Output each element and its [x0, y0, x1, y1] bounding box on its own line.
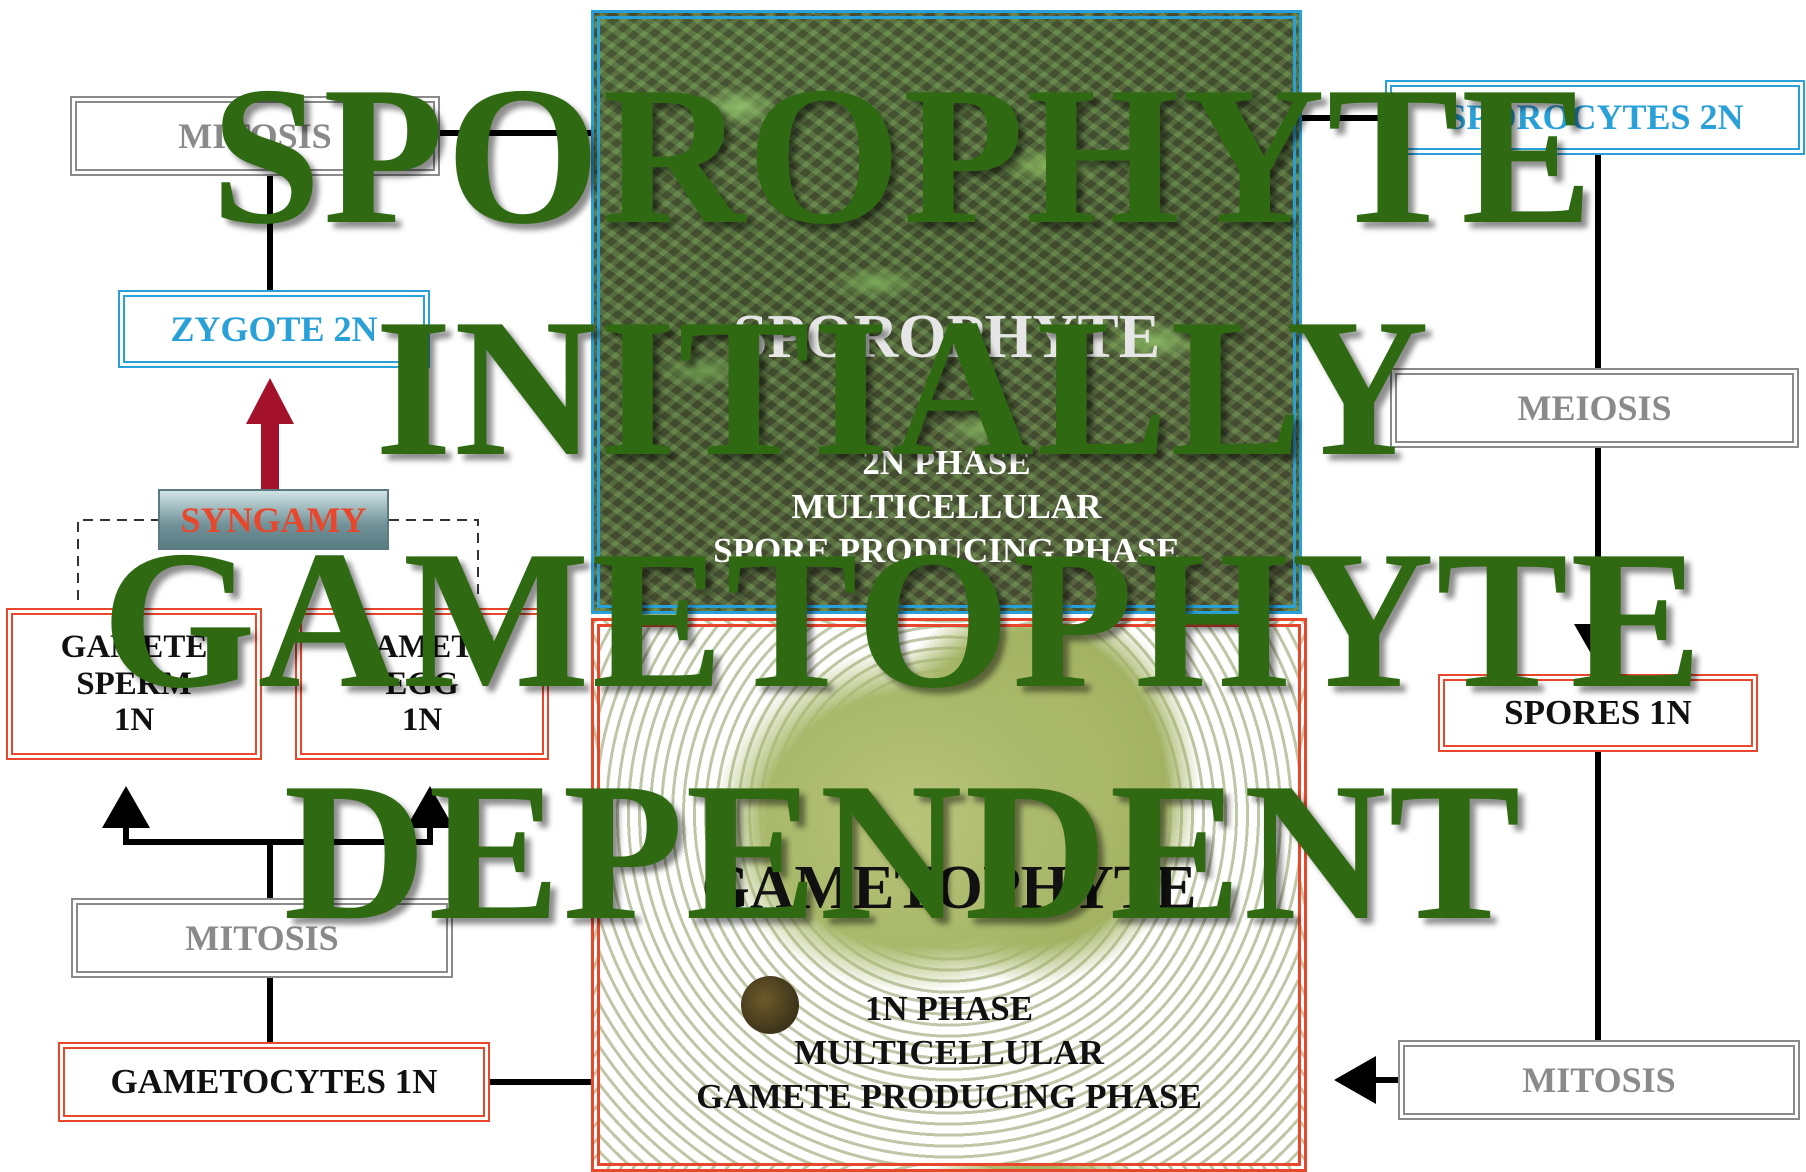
gametophyte-line-3: GAMETE PRODUCING PHASE — [696, 1077, 1202, 1116]
gamete-sperm-box: GAMETE SPERM 1N — [6, 608, 262, 760]
gametophyte-line-1: 1N PHASE — [864, 989, 1034, 1028]
meiosis-box: MEIOSIS — [1390, 368, 1799, 448]
gametophyte-title: GAMETOPHYTE — [701, 854, 1197, 922]
gametophyte-archegonium-image — [741, 976, 799, 1034]
sporophyte-title: SPOROPHYTE — [732, 303, 1161, 371]
gamete-egg-box: GAMETE EGG 1N — [295, 608, 549, 760]
syngamy-label: SYNGAMY — [158, 489, 389, 550]
mitosis-right-box: MITOSIS — [1398, 1040, 1800, 1120]
mitosis-left-box: MITOSIS — [71, 898, 453, 978]
sporophyte-line-1: 2N PHASE — [862, 443, 1031, 482]
arrow-branch-sperm — [102, 786, 270, 845]
spores-box: SPORES 1N — [1438, 674, 1758, 752]
mitosis-top-box: MITOSIS — [70, 96, 440, 176]
sporophyte-line-3: SPORE PRODUCING PHASE — [713, 531, 1180, 570]
sporocytes-box: SPOROCYTES 2N — [1385, 80, 1805, 155]
sporophyte-photo-panel: SPOROPHYTE 2N PHASE MULTICELLULAR SPORE … — [591, 10, 1302, 614]
zygote-box: ZYGOTE 2N — [118, 290, 430, 368]
syngamy-arrow-head — [246, 378, 294, 424]
gametophyte-line-2: MULTICELLULAR — [794, 1033, 1104, 1072]
arrow-branch-egg — [270, 786, 454, 845]
gametocytes-box: GAMETOCYTES 1N — [58, 1042, 490, 1122]
gametophyte-photo-panel: GAMETOPHYTE 1N PHASE MULTICELLULAR GAMET… — [591, 618, 1307, 1172]
sporophyte-line-2: MULTICELLULAR — [791, 487, 1102, 526]
